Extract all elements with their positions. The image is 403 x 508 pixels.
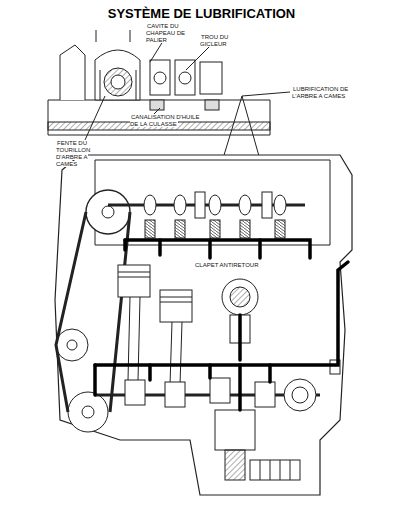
part-label: CLAPET ANTIRETOUR xyxy=(194,262,274,269)
part-label-text: CAVITE DU CHAPEAU DE PALIER xyxy=(146,23,185,43)
part-label: TROU DU GICLEUR xyxy=(200,34,240,48)
part-label-text: FENTE DU TOURILLON D'ARBRE A CAMES xyxy=(56,140,90,167)
part-label: CAVITE DU CHAPEAU DE PALIER xyxy=(146,23,198,44)
part-label-text: CANALISATION D'HUILE DE LA CULASSE xyxy=(130,114,199,127)
part-label: CANALISATION D'HUILE DE LA CULASSE xyxy=(130,114,200,128)
part-label-text: CLAPET ANTIRETOUR xyxy=(194,262,259,268)
part-label-text: TROU DU GICLEUR xyxy=(200,34,228,47)
title: SYSTÈME DE LUBRIFICATION xyxy=(0,6,403,21)
part-label: LUBRIFICATION DE L'ARBRE A CAMES xyxy=(292,86,367,100)
part-label-text: LUBRIFICATION DE L'ARBRE A CAMES xyxy=(292,86,348,99)
part-label: FENTE DU TOURILLON D'ARBRE A CAMES xyxy=(56,140,104,168)
